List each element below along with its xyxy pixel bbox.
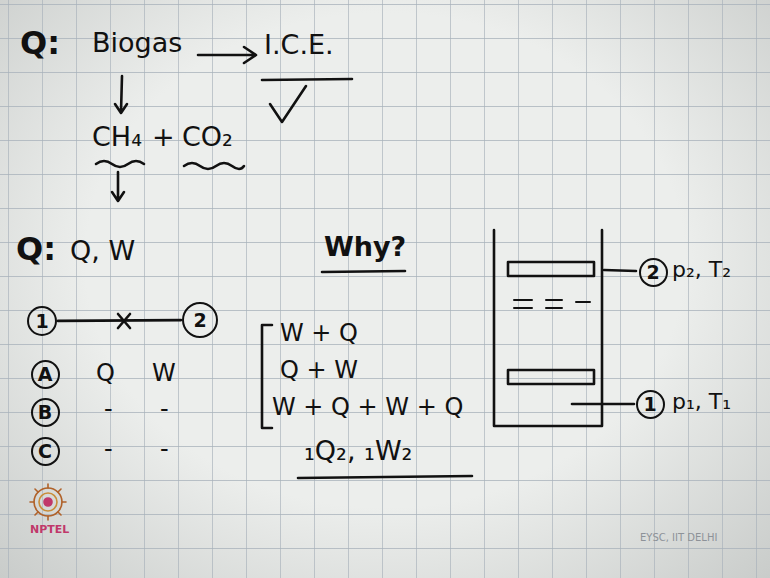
quantity-label: Q, W: [70, 236, 135, 266]
circled-number: 2: [639, 258, 668, 287]
node-text: 1: [643, 395, 656, 414]
ditto-mark: -: [160, 436, 169, 462]
node-text: A: [38, 365, 53, 384]
node-text: C: [38, 442, 52, 461]
sequence-label: Q + W: [280, 357, 358, 383]
circled-number: 1: [27, 306, 57, 336]
table-cell: Q: [96, 360, 115, 386]
engine-label: I.C.E.: [264, 30, 334, 60]
table-cell: W: [152, 360, 176, 386]
logo-text: NPTEL: [30, 524, 69, 536]
question-mark-label: Q:: [20, 26, 60, 61]
node-text: 1: [35, 312, 48, 331]
node-text: 2: [646, 263, 659, 282]
circled-number: B: [31, 398, 60, 427]
connector-line: [58, 320, 181, 322]
state-label: p₁, T₁: [672, 390, 731, 414]
sequence-label: W + Q + W + Q: [272, 394, 463, 420]
gas-label: CH₄: [92, 122, 142, 152]
ditto-mark: -: [104, 436, 113, 462]
notation-label: ₁Q₂, ₁W₂: [304, 436, 412, 466]
ditto-mark: -: [104, 396, 113, 422]
circled-number: C: [31, 437, 60, 466]
node-text: B: [38, 403, 52, 422]
circled-number: 2: [182, 302, 218, 338]
watermark: EYSC, IIT DELHI: [640, 532, 717, 543]
state-label: p₂, T₂: [672, 258, 731, 282]
circled-number: A: [31, 360, 60, 389]
ditto-mark: -: [160, 396, 169, 422]
circled-number: 1: [636, 390, 665, 419]
sequence-label: W + Q: [280, 320, 358, 346]
note-label: Why?: [324, 232, 406, 262]
gas-label: CO₂: [182, 122, 233, 152]
node-text: 2: [193, 311, 206, 330]
question-mark-label: Q:: [16, 232, 56, 267]
plus-sign: +: [152, 122, 175, 152]
fuel-label: Biogas: [92, 28, 182, 58]
